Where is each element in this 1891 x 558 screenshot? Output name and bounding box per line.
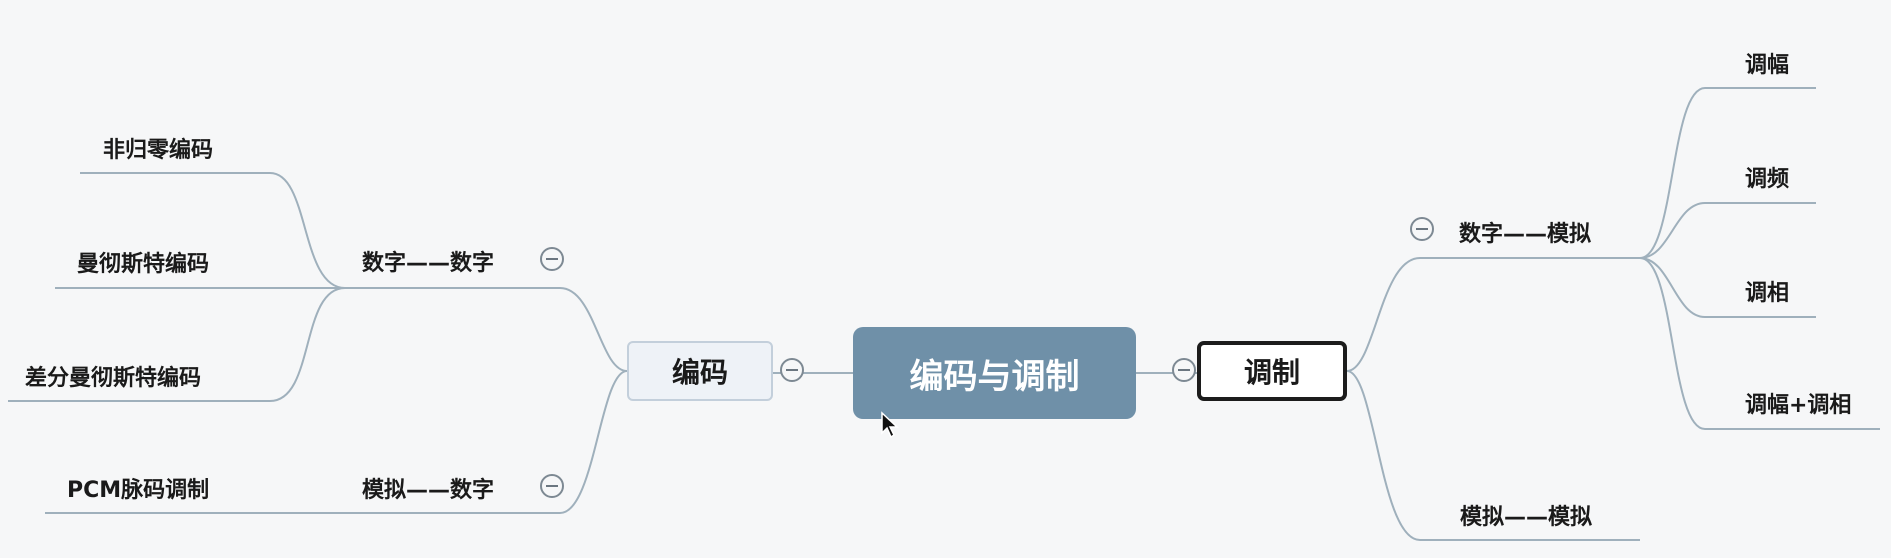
leaf-am-pm[interactable]: 调幅+调相 (1745, 388, 1851, 418)
subtopic-analog-digital[interactable]: 模拟——数字 (362, 473, 494, 503)
connector-left-group-1 (345, 287, 628, 372)
subtopic-digital-analog[interactable]: 数字——模拟 (1459, 217, 1591, 247)
leaf-manchester-encoding[interactable]: 曼彻斯特编码 (77, 247, 209, 277)
connector-leaf-r1 (1639, 87, 1816, 259)
leaf-am-label: 调幅 (1745, 53, 1790, 78)
leaf-am-pm-label: 调幅+调相 (1745, 393, 1852, 418)
leaf-nrz-encoding[interactable]: 非归零编码 (103, 133, 213, 163)
leaf-fm-label: 调频 (1745, 167, 1790, 192)
subtopic-analog-analog-label: 模拟——模拟 (1460, 505, 1593, 530)
leaf-pm-label: 调相 (1745, 281, 1790, 306)
leaf-am[interactable]: 调幅 (1745, 48, 1789, 78)
leaf-pcm[interactable]: PCM脉码调制 (67, 473, 209, 503)
collapse-minus-icon[interactable] (540, 474, 564, 498)
collapse-minus-icon[interactable] (780, 358, 804, 382)
connector-right-group-2 (1346, 370, 1640, 541)
mouse-pointer-icon (881, 411, 899, 439)
central-topic[interactable]: 编码与调制 (853, 327, 1136, 419)
connector-leaf-r4 (1639, 257, 1880, 430)
subtopic-analog-analog[interactable]: 模拟——模拟 (1460, 500, 1592, 530)
leaf-nrz-encoding-label: 非归零编码 (103, 138, 214, 163)
connector-leaf-l3 (8, 287, 346, 402)
main-topic-modulation[interactable]: 调制 (1197, 341, 1347, 401)
connector-leaf-r3 (1639, 257, 1816, 318)
main-topic-modulation-label: 调制 (1243, 356, 1300, 389)
connector-leaf-r2 (1639, 202, 1816, 259)
leaf-pm[interactable]: 调相 (1745, 276, 1789, 306)
connector-right-group-1 (1346, 257, 1640, 372)
collapse-minus-icon[interactable] (1410, 217, 1434, 241)
main-topic-encoding-label: 编码 (671, 356, 728, 389)
connector-leaf-l1 (80, 172, 346, 289)
leaf-manchester-encoding-label: 曼彻斯特编码 (77, 252, 210, 277)
subtopic-digital-digital-label: 数字——数字 (362, 251, 495, 276)
central-topic-label: 编码与调制 (909, 356, 1080, 397)
leaf-fm[interactable]: 调频 (1745, 162, 1789, 192)
leaf-diff-manchester-encoding-label: 差分曼彻斯特编码 (25, 366, 202, 391)
collapse-minus-icon[interactable] (1172, 358, 1196, 382)
leaf-diff-manchester-encoding[interactable]: 差分曼彻斯特编码 (25, 361, 201, 391)
main-topic-encoding[interactable]: 编码 (627, 341, 773, 401)
subtopic-digital-analog-label: 数字——模拟 (1459, 222, 1592, 247)
connector-left-group-2 (345, 370, 628, 514)
subtopic-digital-digital[interactable]: 数字——数字 (362, 246, 494, 276)
collapse-minus-icon[interactable] (540, 247, 564, 271)
subtopic-analog-digital-label: 模拟——数字 (362, 478, 495, 503)
leaf-pcm-label: PCM脉码调制 (67, 478, 210, 503)
